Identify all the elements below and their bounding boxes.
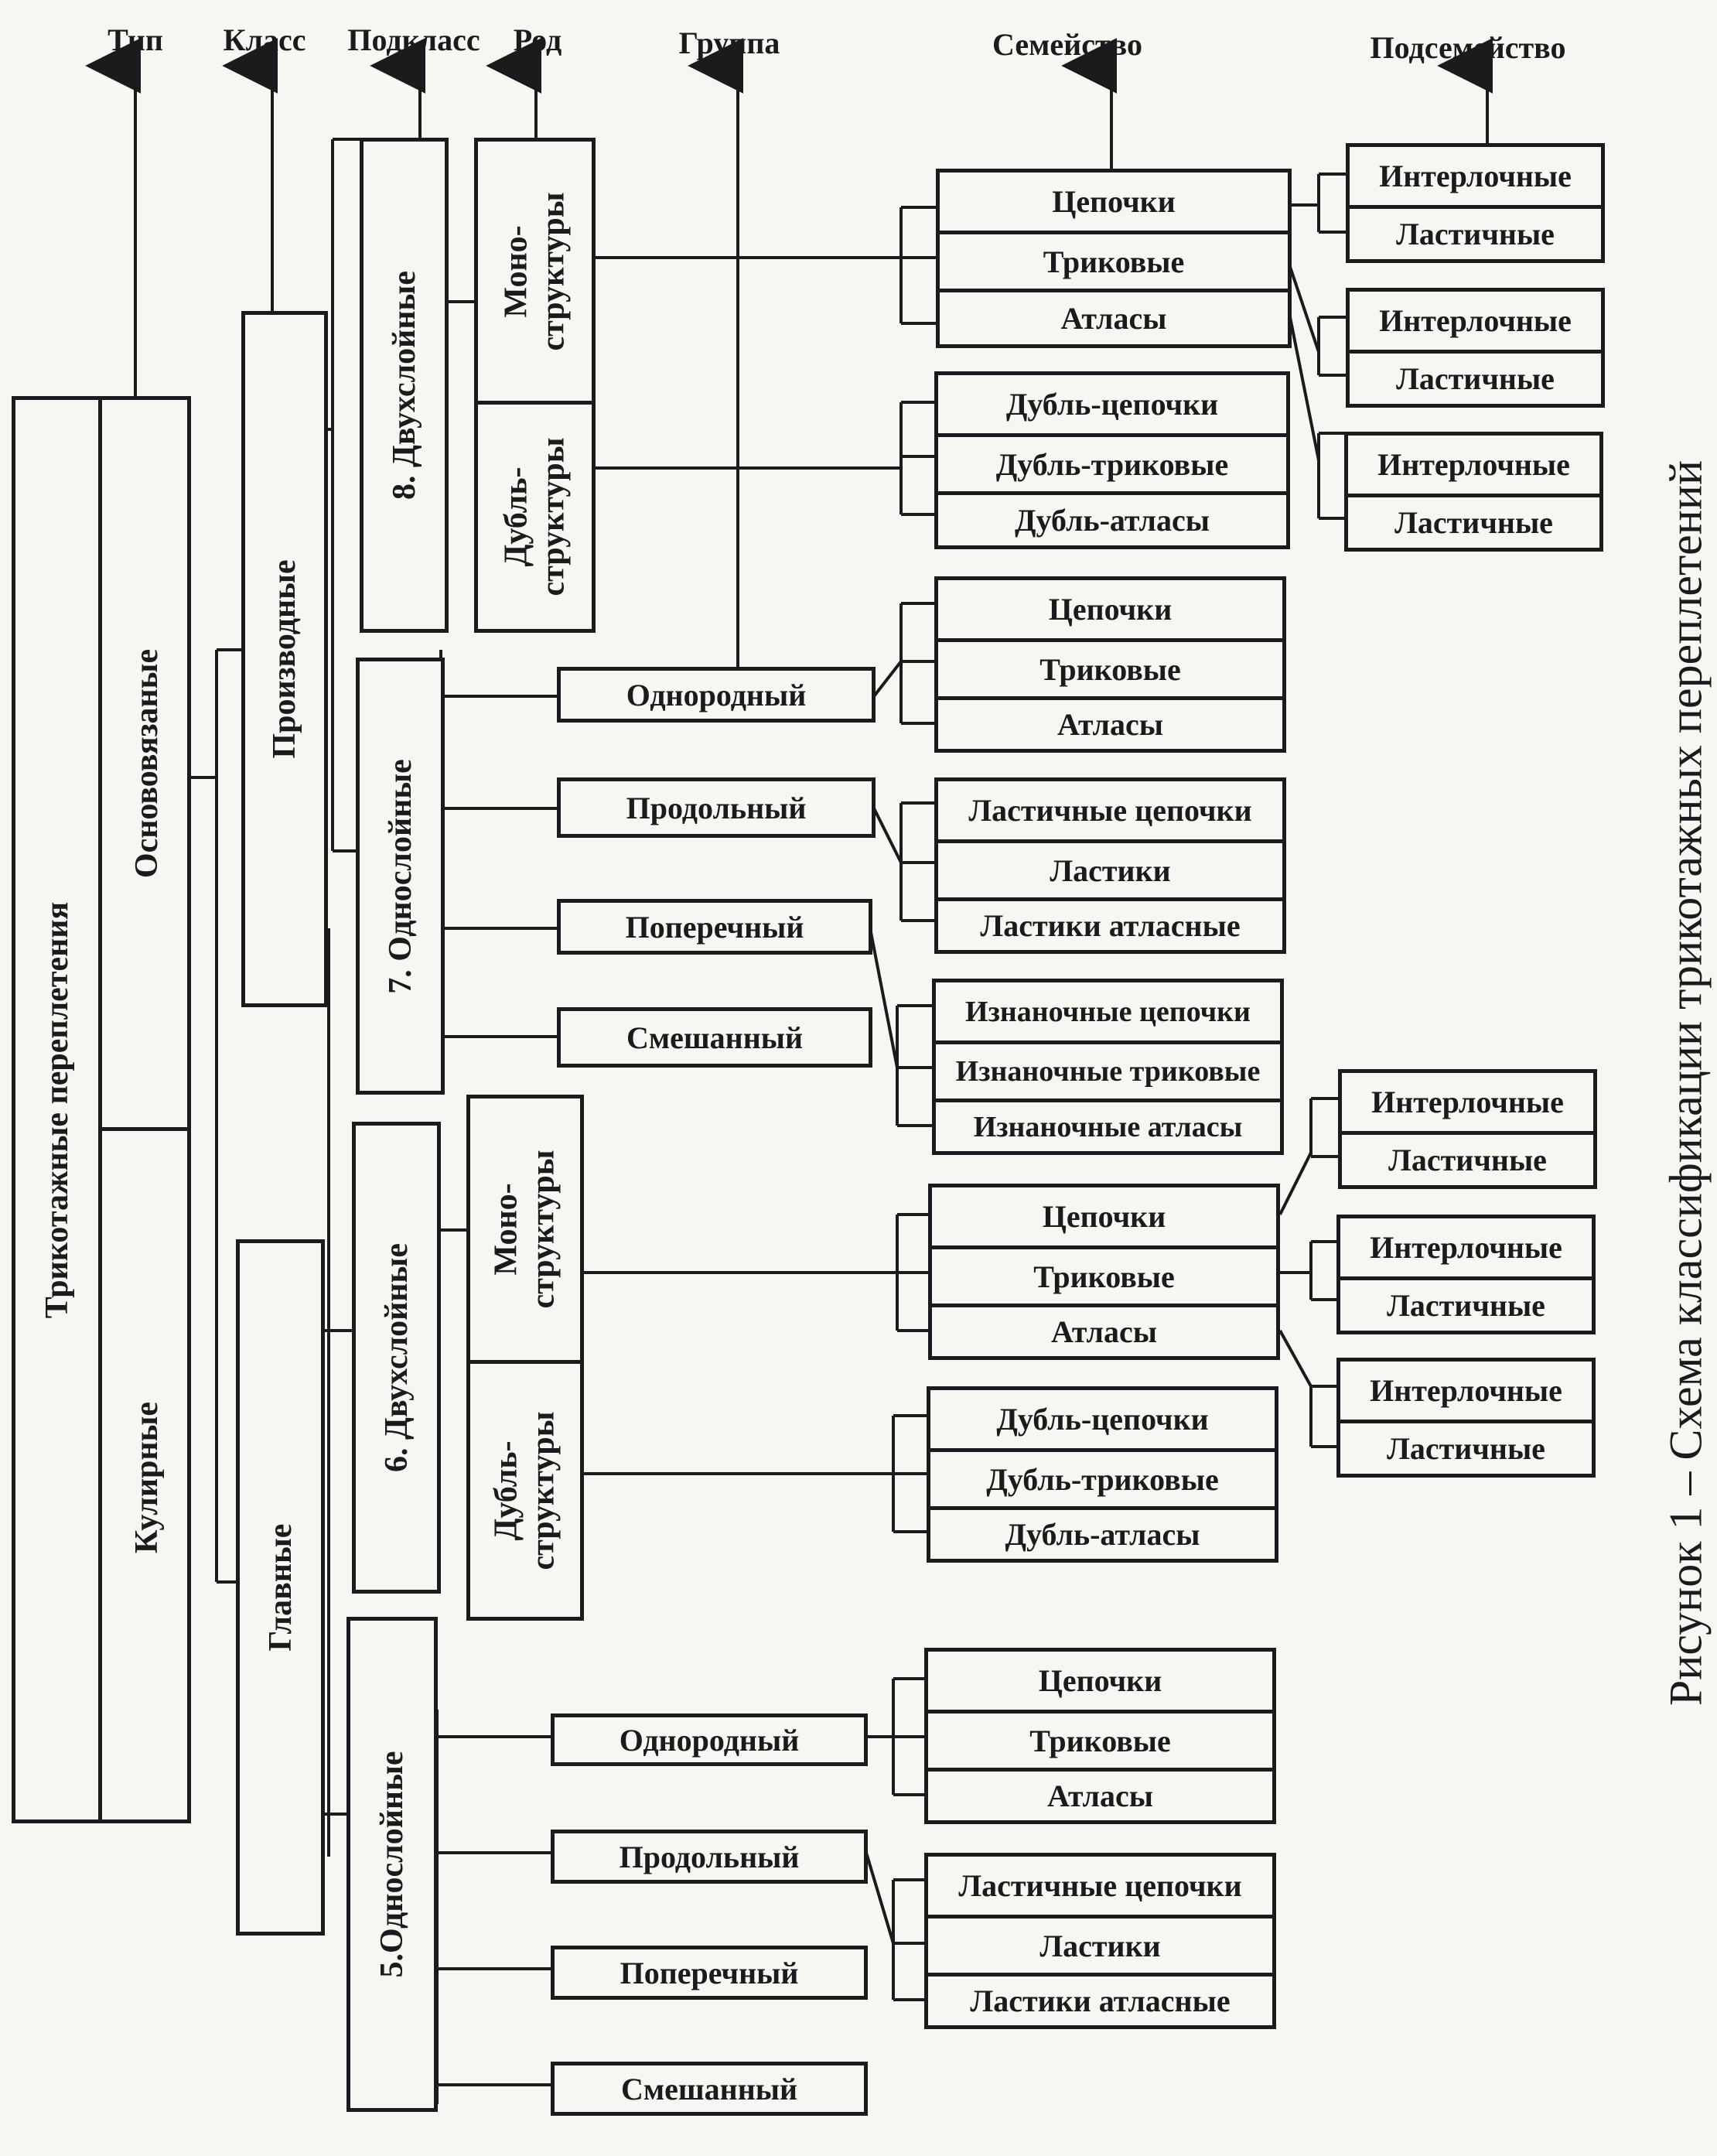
family-item: Атласы — [940, 289, 1288, 344]
subclass-5: 5.Однослойные — [346, 1617, 438, 2112]
family-7-homogeneous: Цепочки Триковые Атласы — [934, 576, 1286, 753]
subfamily-item: Ластичные — [1350, 350, 1601, 404]
family-5-longitudinal: Ластичные цепочки Ластики Ластики атласн… — [924, 1853, 1276, 2029]
family-5-homogeneous: Цепочки Триковые Атласы — [924, 1648, 1276, 1824]
root-label: Трикотажные переплетения — [39, 901, 75, 1318]
family-item: Ластичные цепочки — [958, 1868, 1242, 1903]
subclass-7: 7. Однослойные — [356, 658, 445, 1095]
family-6-mono: Цепочки Триковые Атласы — [928, 1184, 1280, 1360]
family-item: Изнаночные атласы — [936, 1099, 1280, 1151]
family-6-double: Дубль-цепочки Дубль-триковые Дубль-атлас… — [927, 1386, 1278, 1563]
subfamily-item: Ластичные — [1340, 1420, 1592, 1474]
genus-8: Моно- структуры Дубль- структуры — [474, 138, 596, 633]
genus-8-double: Дубль- структуры — [498, 437, 572, 596]
family-item: Ластики атласные — [938, 897, 1282, 950]
family-item: Цепочки — [1052, 184, 1176, 219]
family-item: Атласы — [938, 696, 1282, 749]
subfamily-item: Интерлочные — [1370, 1373, 1562, 1408]
subfamily-item: Интерлочные — [1370, 1230, 1562, 1265]
family-item: Триковые — [938, 638, 1282, 696]
genus-8-mono: Моно- структуры — [498, 191, 572, 351]
family-item: Триковые — [940, 231, 1288, 289]
family-item: Ластики атласные — [928, 1973, 1272, 2025]
family-item: Атласы — [932, 1304, 1276, 1356]
subfamily-mid-3: Интерлочные Ластичные — [1336, 1358, 1596, 1478]
family-item: Ластичные цепочки — [968, 793, 1252, 828]
subfamily-item: Интерлочные — [1379, 303, 1572, 338]
group-7-mixed: Смешанный — [557, 1007, 872, 1068]
genus-6-double: Дубль- структуры — [488, 1410, 562, 1570]
family-8-double: Дубль-цепочки Дубль-триковые Дубль-атлас… — [934, 371, 1290, 549]
genus-6: Моно- структуры Дубль- структуры — [466, 1095, 584, 1621]
root-box: Трикотажные переплетения Основовязаные К… — [12, 396, 191, 1823]
subfamily-item: Ластичные — [1348, 494, 1599, 548]
family-7-transverse: Изнаночные цепочки Изнаночные триковые И… — [932, 979, 1284, 1155]
family-item: Дубль-атласы — [930, 1506, 1275, 1559]
family-item: Ластики — [938, 839, 1282, 897]
family-item: Дубль-цепочки — [1005, 387, 1219, 422]
group-5-homogeneous: Однородный — [551, 1714, 868, 1766]
family-item: Изнаночные триковые — [936, 1040, 1280, 1099]
type-warp: Основовязаные — [128, 648, 165, 879]
class-main: Главные — [236, 1239, 325, 1936]
group-7-longitudinal: Продольный — [557, 777, 876, 838]
group-7-transverse: Поперечный — [557, 899, 872, 955]
family-item: Цепочки — [1042, 1199, 1166, 1234]
subfamily-item: Интерлочные — [1379, 159, 1572, 193]
family-item: Дубль-цепочки — [996, 1402, 1209, 1437]
class-derived: Производные — [241, 311, 328, 1007]
group-5-mixed: Смешанный — [551, 2062, 868, 2116]
subfamily-top-3: Интерлочные Ластичные — [1344, 432, 1603, 552]
genus-6-mono: Моно- структуры — [488, 1150, 562, 1309]
subfamily-item: Ластичные — [1342, 1131, 1593, 1185]
subfamily-top-2: Интерлочные Ластичные — [1346, 288, 1605, 408]
figure-caption: Рисунок 1 – Схема классификации трикотаж… — [1660, 460, 1712, 1707]
family-item: Дубль-триковые — [938, 433, 1286, 491]
subclass-8: 8. Двухслойные — [360, 138, 449, 633]
subfamily-item: Интерлочные — [1377, 447, 1570, 482]
subfamily-mid-2: Интерлочные Ластичные — [1336, 1215, 1596, 1334]
subfamily-item: Интерлочные — [1371, 1085, 1564, 1119]
family-item: Атласы — [928, 1768, 1272, 1820]
subfamily-mid-1: Интерлочные Ластичные — [1338, 1069, 1597, 1189]
type-weft: Кулирные — [128, 1401, 165, 1553]
subfamily-item: Ластичные — [1350, 205, 1601, 259]
group-5-longitudinal: Продольный — [551, 1830, 868, 1884]
family-7-longitudinal: Ластичные цепочки Ластики Ластики атласн… — [934, 777, 1286, 954]
family-item: Дубль-атласы — [938, 491, 1286, 545]
family-item: Триковые — [932, 1245, 1276, 1304]
family-item: Ластики — [928, 1915, 1272, 1973]
family-item: Дубль-триковые — [930, 1448, 1275, 1506]
family-item: Цепочки — [1038, 1663, 1162, 1698]
family-item: Цепочки — [1048, 592, 1173, 627]
family-item: Триковые — [928, 1710, 1272, 1768]
group-7-homogeneous: Однородный — [557, 667, 876, 723]
subfamily-item: Ластичные — [1340, 1276, 1592, 1331]
family-item: Изнаночные цепочки — [965, 995, 1251, 1028]
subclass-6: 6. Двухслойные — [352, 1122, 441, 1594]
family-8-mono: Цепочки Триковые Атласы — [936, 169, 1292, 348]
subfamily-top-1: Интерлочные Ластичные — [1346, 143, 1605, 263]
group-5-transverse: Поперечный — [551, 1946, 868, 2000]
